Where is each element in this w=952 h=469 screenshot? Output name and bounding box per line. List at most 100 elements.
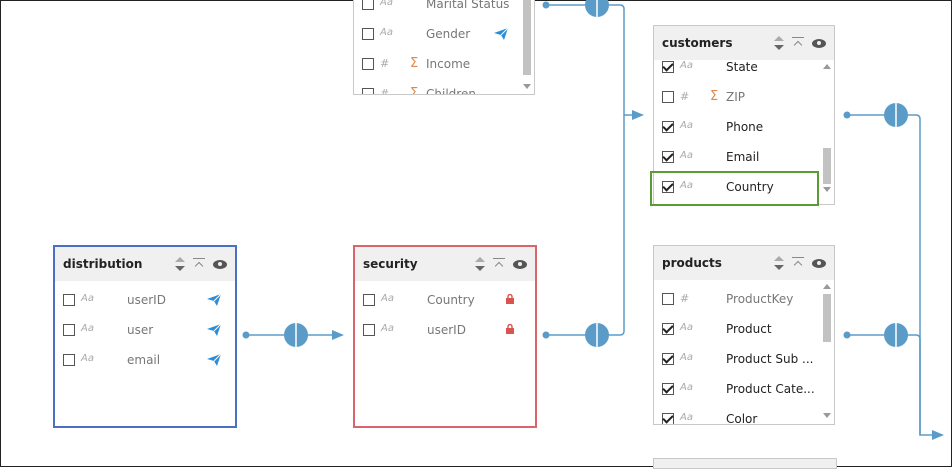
scroll-up-arrow[interactable] xyxy=(823,284,831,289)
field-checkbox[interactable] xyxy=(362,58,374,70)
card-top-partial[interactable]: Aa Marital Status Aa Gender # Σ Income #… xyxy=(353,0,535,95)
field-row[interactable]: Aa Marital Status xyxy=(354,0,534,19)
field-row[interactable]: # Σ ZIP xyxy=(654,82,834,112)
collapse-icon[interactable] xyxy=(792,36,804,50)
scroll-thumb[interactable] xyxy=(823,148,831,184)
field-type-icon: Aa xyxy=(81,353,94,364)
field-name: Color xyxy=(726,412,758,425)
scroll-up-arrow[interactable] xyxy=(823,64,831,69)
card-header[interactable]: distribution xyxy=(55,247,235,281)
field-checkbox[interactable] xyxy=(662,61,674,73)
field-name: Children xyxy=(426,87,476,95)
send-icon[interactable] xyxy=(494,28,508,40)
scrollbar[interactable] xyxy=(823,64,831,192)
card-header[interactable]: products xyxy=(654,246,834,280)
field-type-icon: Aa xyxy=(81,293,94,304)
field-checkbox[interactable] xyxy=(363,294,375,306)
field-checkbox[interactable] xyxy=(662,413,674,424)
collapse-icon[interactable] xyxy=(493,257,505,271)
sort-icon[interactable] xyxy=(175,256,185,272)
field-checkbox[interactable] xyxy=(662,151,674,163)
field-checkbox[interactable] xyxy=(662,383,674,395)
eye-icon[interactable] xyxy=(513,259,527,269)
field-checkbox[interactable] xyxy=(662,353,674,365)
field-list: Aa Marital Status Aa Gender # Σ Income #… xyxy=(354,0,534,95)
field-row[interactable]: Aa Gender xyxy=(354,19,534,49)
field-row[interactable]: # ProductKey xyxy=(654,284,834,314)
connector-customers-out xyxy=(847,114,935,436)
field-checkbox[interactable] xyxy=(63,354,75,366)
card-bottom-partial[interactable] xyxy=(653,458,837,469)
eye-icon[interactable] xyxy=(213,259,227,269)
send-icon[interactable] xyxy=(207,354,221,366)
field-type-icon: Aa xyxy=(680,322,693,333)
measure-icon: Σ xyxy=(410,86,419,95)
measure-icon: Σ xyxy=(410,56,419,71)
scroll-thumb[interactable] xyxy=(523,0,531,75)
field-type-icon: Aa xyxy=(680,60,693,71)
card-distribution[interactable]: distribution Aa userID Aa user Aa e xyxy=(53,245,237,428)
field-name: Product Sub ... xyxy=(726,352,814,366)
scroll-down-arrow[interactable] xyxy=(823,187,831,192)
field-row[interactable]: Aa Product Cate... xyxy=(654,374,834,404)
field-type-icon: Aa xyxy=(380,0,393,8)
field-checkbox[interactable] xyxy=(362,88,374,94)
field-row[interactable]: Aa Email xyxy=(654,142,834,172)
eye-icon[interactable] xyxy=(812,258,826,268)
field-checkbox[interactable] xyxy=(662,181,674,193)
field-type-icon: # xyxy=(680,292,690,305)
field-checkbox[interactable] xyxy=(662,323,674,335)
field-name: Country xyxy=(726,180,774,194)
card-security[interactable]: security Aa Country Aa userID xyxy=(353,245,537,428)
field-row[interactable]: Aa email xyxy=(55,345,235,375)
field-row[interactable]: Aa Phone xyxy=(654,112,834,142)
field-type-icon: # xyxy=(380,57,390,70)
send-icon[interactable] xyxy=(207,324,221,336)
field-row[interactable]: Aa userID xyxy=(355,315,535,345)
sort-icon[interactable] xyxy=(774,255,784,271)
card-products[interactable]: products # ProductKey Aa Product Aa Prod… xyxy=(653,245,835,425)
sort-icon[interactable] xyxy=(774,35,784,51)
field-row[interactable]: Aa State xyxy=(654,52,834,82)
field-list: # ProductKey Aa Product Aa Product Sub .… xyxy=(654,284,834,425)
field-checkbox[interactable] xyxy=(362,28,374,40)
field-row-selected[interactable]: Aa Country xyxy=(654,172,834,202)
field-name: Income xyxy=(426,57,471,71)
field-type-icon: Aa xyxy=(381,293,394,304)
eye-icon[interactable] xyxy=(812,38,826,48)
sort-icon[interactable] xyxy=(475,256,485,272)
scrollbar[interactable] xyxy=(523,0,531,89)
field-checkbox[interactable] xyxy=(63,324,75,336)
field-row[interactable]: Aa Color xyxy=(654,404,834,425)
field-checkbox[interactable] xyxy=(662,293,674,305)
send-icon[interactable] xyxy=(207,294,221,306)
measure-icon: Σ xyxy=(710,89,719,104)
scroll-thumb[interactable] xyxy=(823,294,831,342)
card-customers[interactable]: customers Aa State # Σ ZIP Aa Phone Aa E… xyxy=(653,25,835,205)
scrollbar[interactable] xyxy=(823,284,831,418)
field-checkbox[interactable] xyxy=(363,324,375,336)
card-header[interactable]: customers xyxy=(654,26,834,60)
field-row[interactable]: # Σ Children xyxy=(354,79,534,95)
field-row[interactable]: Aa Product Sub ... xyxy=(654,344,834,374)
card-title: products xyxy=(662,256,722,270)
collapse-icon[interactable] xyxy=(792,256,804,270)
field-checkbox[interactable] xyxy=(662,121,674,133)
arrow-head-out xyxy=(932,430,944,440)
field-checkbox[interactable] xyxy=(662,91,674,103)
field-row[interactable]: Aa Country xyxy=(355,285,535,315)
field-row[interactable]: Aa userID xyxy=(55,285,235,315)
connector-security-customers xyxy=(546,115,625,336)
field-type-icon: Aa xyxy=(680,352,693,363)
collapse-icon[interactable] xyxy=(193,257,205,271)
scroll-down-arrow[interactable] xyxy=(523,84,531,89)
field-checkbox[interactable] xyxy=(362,0,374,10)
scroll-down-arrow[interactable] xyxy=(823,413,831,418)
field-checkbox[interactable] xyxy=(63,294,75,306)
card-header[interactable]: security xyxy=(355,247,535,281)
field-row[interactable]: Aa Product xyxy=(654,314,834,344)
field-row[interactable]: # Σ Income xyxy=(354,49,534,79)
field-type-icon: Aa xyxy=(81,323,94,334)
field-row[interactable]: Aa user xyxy=(55,315,235,345)
